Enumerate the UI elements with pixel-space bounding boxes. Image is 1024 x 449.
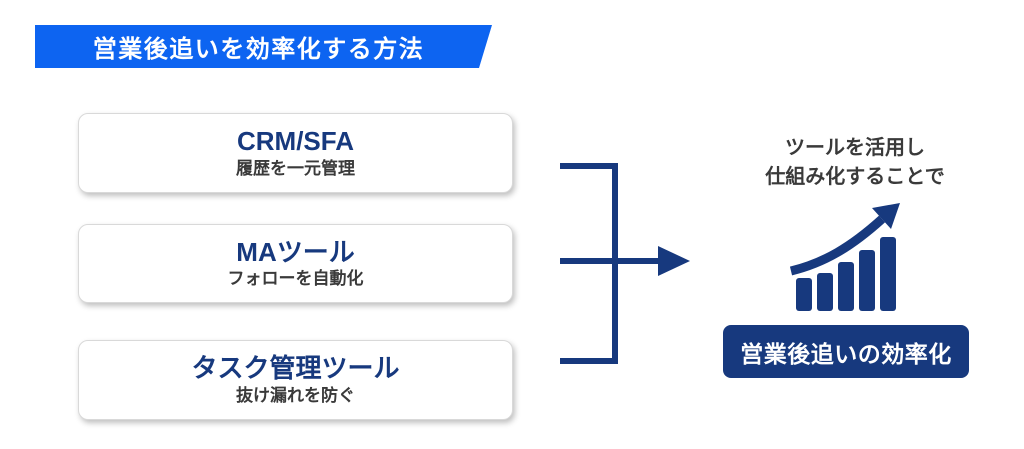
tool-box-crm-sfa: CRM/SFA 履歴を一元管理 [78,113,513,193]
growth-arrow-head-icon [872,203,900,229]
bracket-line [560,163,618,364]
page-title: 営業後追いを効率化する方法 [92,36,425,63]
bar-5 [880,237,896,311]
bar-1 [796,278,812,311]
tool-name: MAツール [236,236,355,267]
tool-box-ma-tool: MAツール フォローを自動化 [78,224,513,303]
outcome-box: 営業後追いの効率化 [723,325,969,378]
outcome-caption: ツールを活用し 仕組み化することで [715,134,995,192]
tool-description: 抜け漏れを防ぐ [236,385,355,405]
outcome-caption-line1: ツールを活用し [785,137,925,159]
bar-3 [838,262,854,311]
outcome-label: 営業後追いの効率化 [740,340,952,367]
bar-4 [859,250,875,311]
tool-box-task-tool: タスク管理ツール 抜け漏れを防ぐ [78,340,513,420]
title-banner: 営業後追いを効率化する方法 [35,25,492,68]
tool-description: 履歴を一元管理 [236,158,355,178]
tool-description: フォローを自動化 [227,269,364,289]
bar-2 [817,273,833,311]
growth-chart-icon [789,203,900,311]
tool-name: タスク管理ツール [191,353,400,383]
tool-name: CRM/SFA [237,126,354,156]
outcome-caption-line2: 仕組み化することで [765,166,945,188]
growth-arrow-curve [789,215,886,276]
right-arrow-icon [658,246,690,276]
